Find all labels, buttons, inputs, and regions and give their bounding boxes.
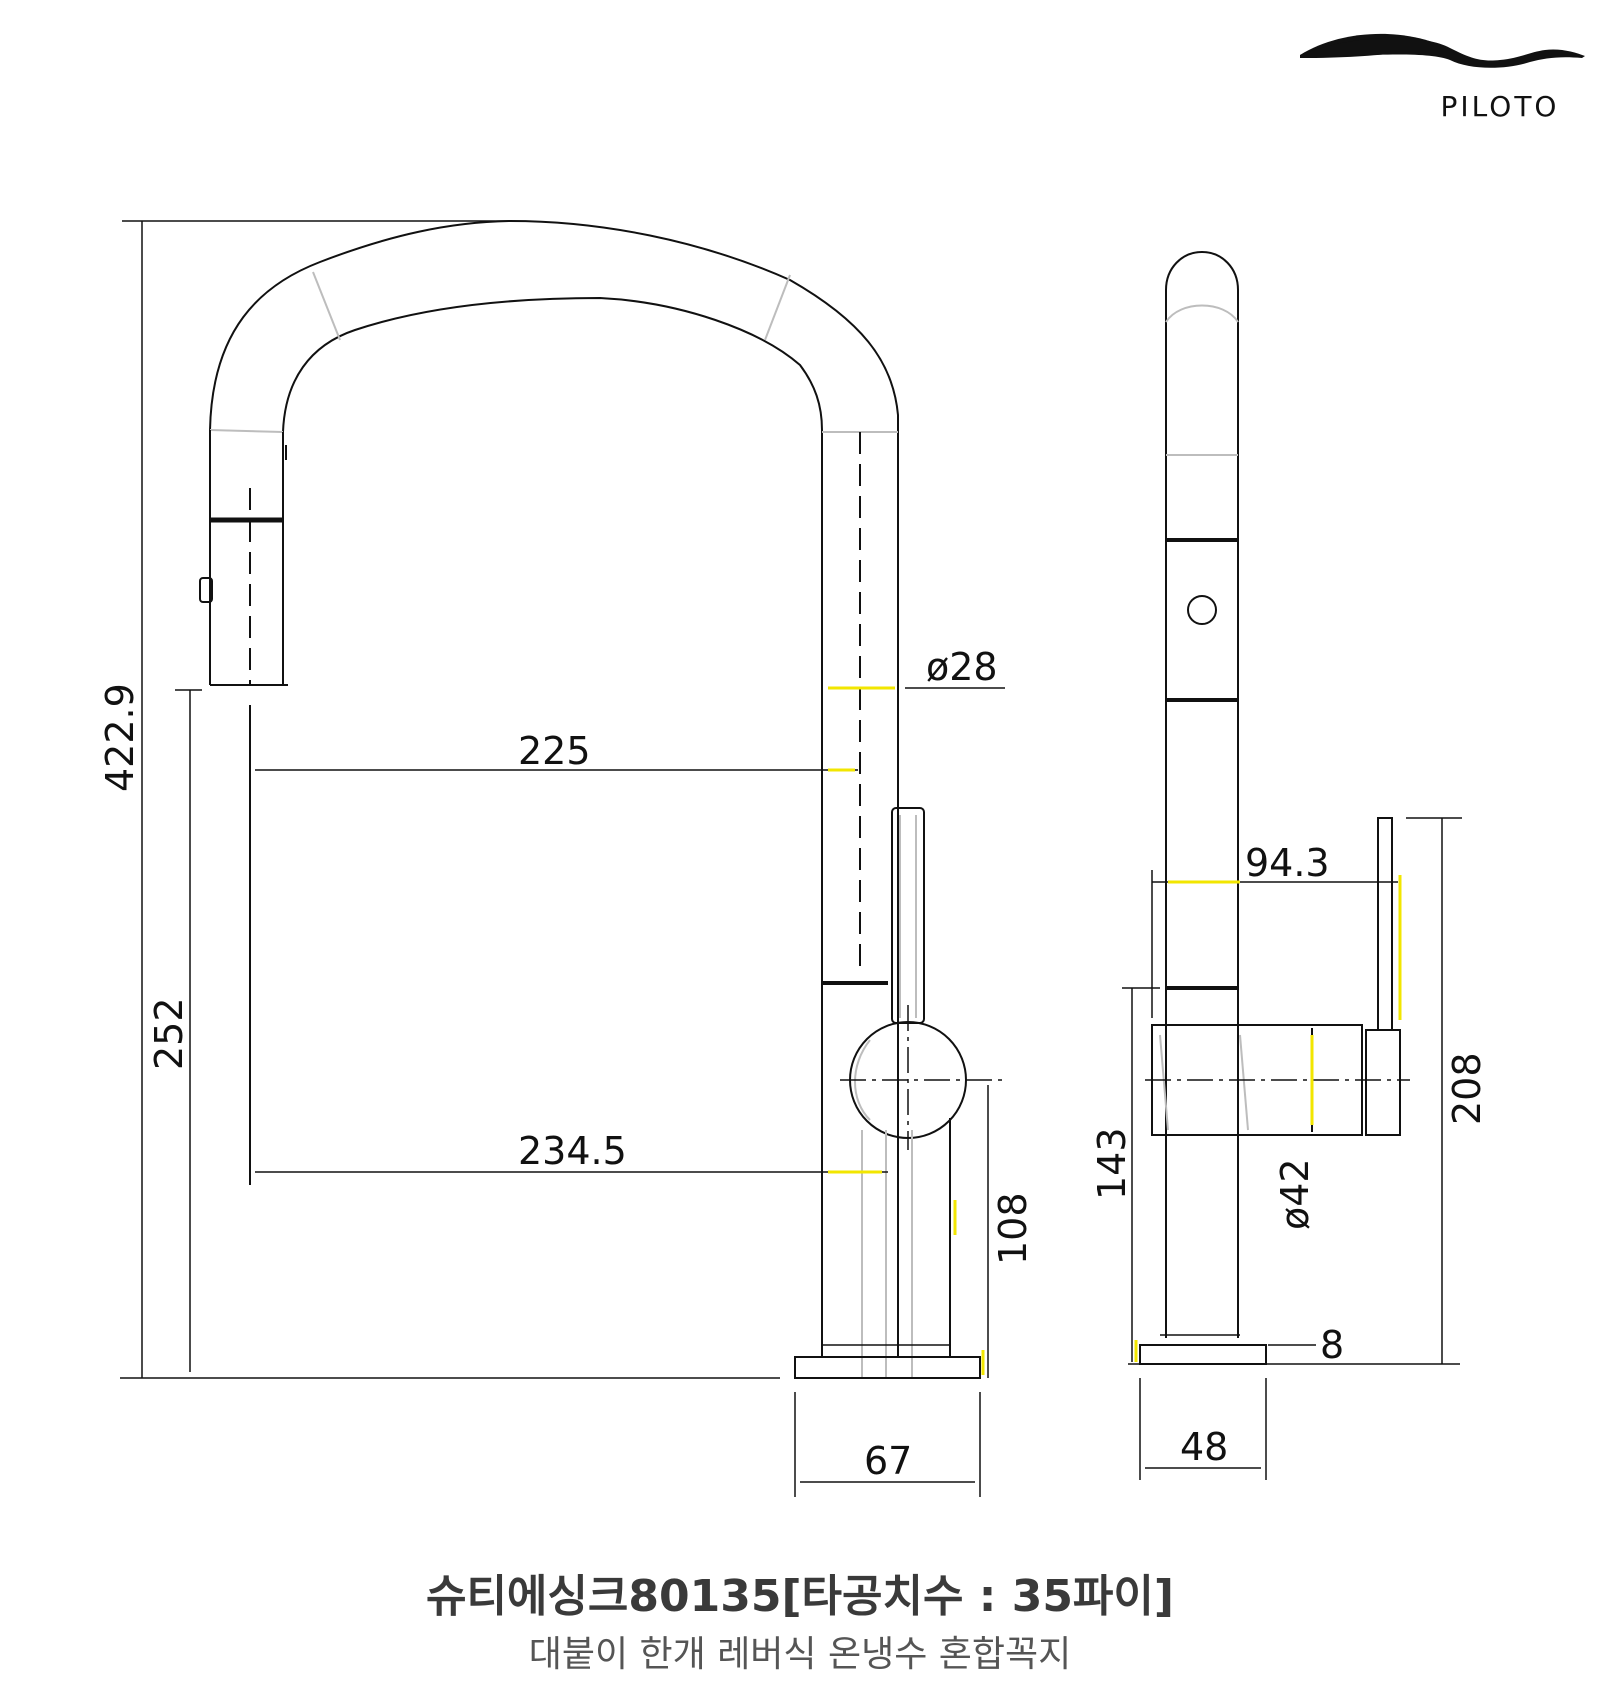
- dim-lever-axis-height: 108: [991, 1192, 1035, 1265]
- product-subtitle: 대붙이 한개 레버식 온냉수 혼합꼭지: [528, 1634, 1072, 1675]
- dim-spout-reach-lower: 234.5: [518, 1129, 627, 1173]
- dim-spout-head-height: 252: [147, 997, 191, 1070]
- piloto-wave-logo: [1300, 33, 1585, 68]
- dim-handle-top-height: 208: [1445, 1052, 1489, 1125]
- dim-base-thickness: 8: [1320, 1323, 1344, 1367]
- dim-base-width-front: 67: [864, 1439, 912, 1483]
- front-view: 422.9 252 225 234.5 ø28 108 67: [98, 219, 1035, 1497]
- dim-total-height: 422.9: [98, 683, 142, 792]
- dim-handle-diameter: ø42: [1273, 1158, 1317, 1230]
- brand-name: PILOTO: [1440, 90, 1560, 123]
- dim-handle-projection: 94.3: [1245, 841, 1330, 885]
- dim-body-diameter: ø28: [926, 645, 998, 689]
- side-view: 94.3 143 ø42 208 8 48: [1090, 250, 1489, 1480]
- dim-spout-reach-upper: 225: [518, 729, 591, 773]
- dim-base-width-side: 48: [1180, 1425, 1228, 1469]
- dim-lever-height-side: 143: [1090, 1127, 1134, 1200]
- product-title: 슈티에싱크80135[타공치수 : 35파이]: [425, 1571, 1175, 1622]
